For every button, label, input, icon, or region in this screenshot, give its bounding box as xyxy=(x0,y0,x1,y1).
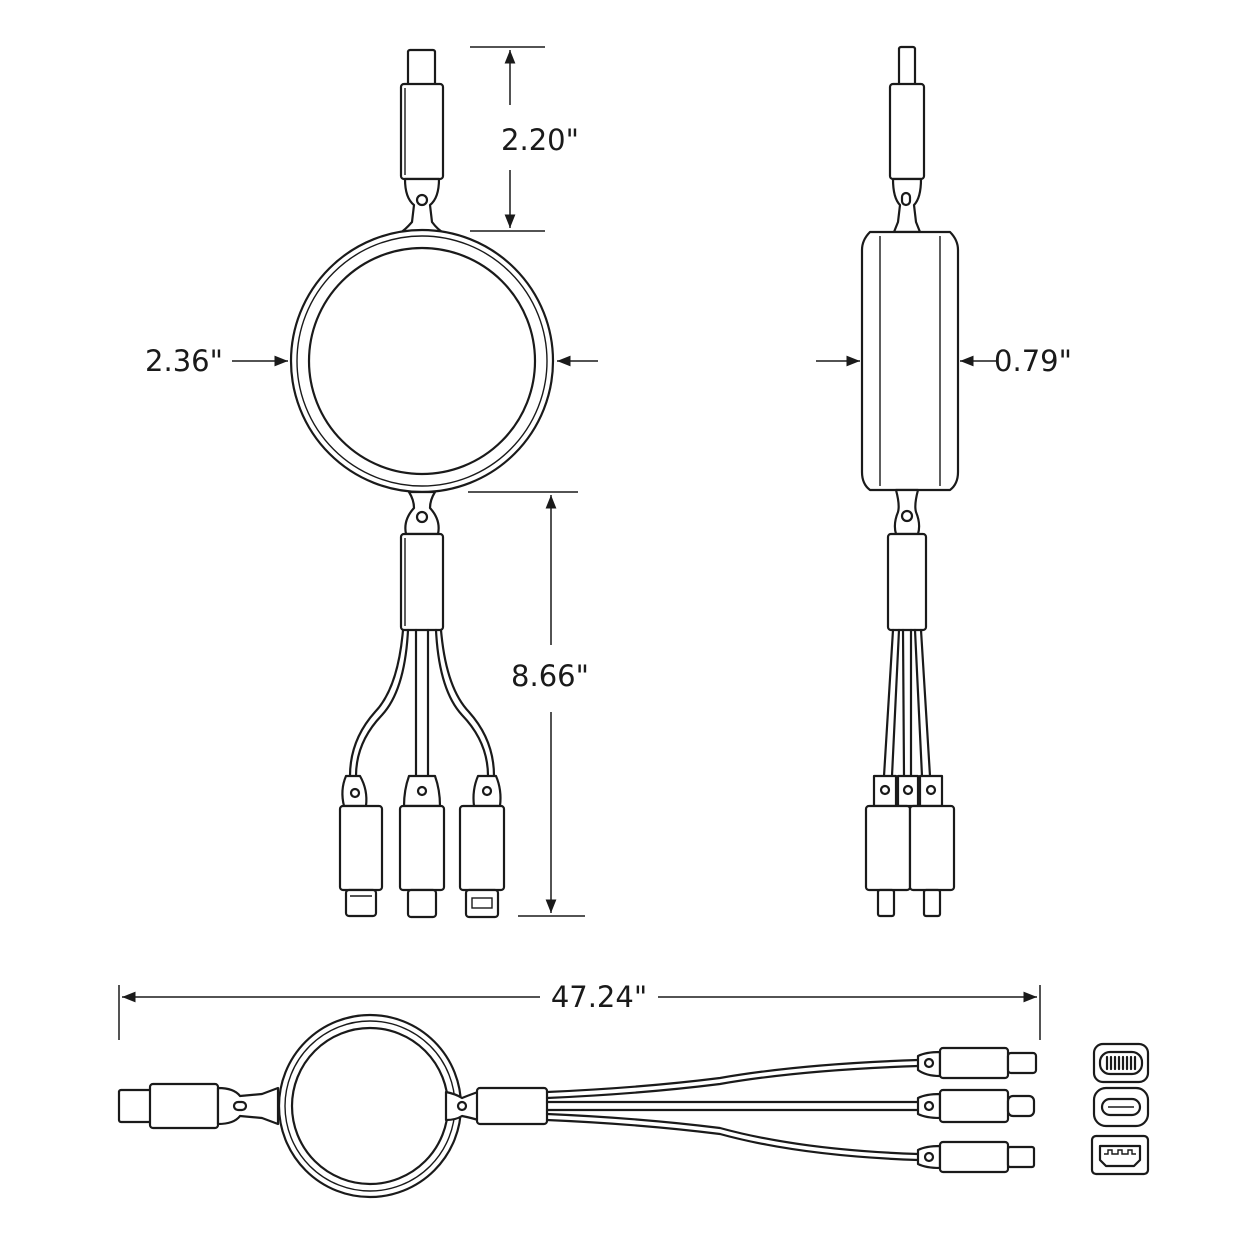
front-top-hole xyxy=(415,193,429,207)
micro-usb-port-icon xyxy=(1090,1134,1150,1176)
front-splitter-hub xyxy=(399,532,445,632)
side-splitter-hub xyxy=(886,532,928,632)
dim-total-length: 47.24" xyxy=(118,980,1041,1040)
bottom-left-plug-tip xyxy=(117,1088,154,1124)
bottom-usb-c-connector xyxy=(916,1088,1036,1124)
side-connector-right xyxy=(908,804,956,892)
label-reel-diameter: 2.36" xyxy=(145,344,223,378)
usb-c-port-icon xyxy=(1092,1086,1150,1128)
label-reel-thickness: 0.79" xyxy=(994,344,1072,378)
label-top-connector-length: 2.20" xyxy=(501,123,579,157)
dim-top-connector: 2.20" xyxy=(470,46,579,232)
bottom-split-cables xyxy=(545,1058,920,1162)
front-lightning-connector xyxy=(338,774,384,918)
bottom-micro-usb-connector xyxy=(916,1140,1036,1174)
bottom-view: 47.24" xyxy=(117,980,1041,1199)
front-view: 2.20" 2.36" 8.66" xyxy=(145,46,598,919)
bottom-reel-outer xyxy=(277,1013,463,1199)
front-usb-c-connector xyxy=(398,774,446,919)
bottom-lightning-connector xyxy=(916,1046,1038,1080)
lightning-port-icon xyxy=(1092,1042,1150,1084)
side-view: 0.79" xyxy=(816,45,1072,918)
bottom-splitter-hub xyxy=(475,1086,549,1126)
front-reel-outer xyxy=(289,228,555,494)
side-connector-left xyxy=(864,804,912,892)
front-split-cables xyxy=(348,628,496,778)
dim-reel-diameter: 2.36" xyxy=(145,344,598,378)
front-reel-inner xyxy=(307,246,537,476)
dim-reel-thickness: 0.79" xyxy=(816,344,1072,378)
label-total-length: 47.24" xyxy=(551,980,647,1014)
side-top-plug-body xyxy=(888,82,926,181)
front-micro-usb-connector xyxy=(458,774,506,919)
dim-lower-cable: 8.66" xyxy=(468,491,589,917)
label-lower-cable-length: 8.66" xyxy=(511,659,589,693)
side-reel-body xyxy=(860,230,960,492)
front-top-plug-tip xyxy=(406,48,437,88)
front-top-plug-body xyxy=(399,82,445,181)
side-split-cables xyxy=(882,628,932,778)
bottom-left-plug-body xyxy=(148,1082,220,1130)
